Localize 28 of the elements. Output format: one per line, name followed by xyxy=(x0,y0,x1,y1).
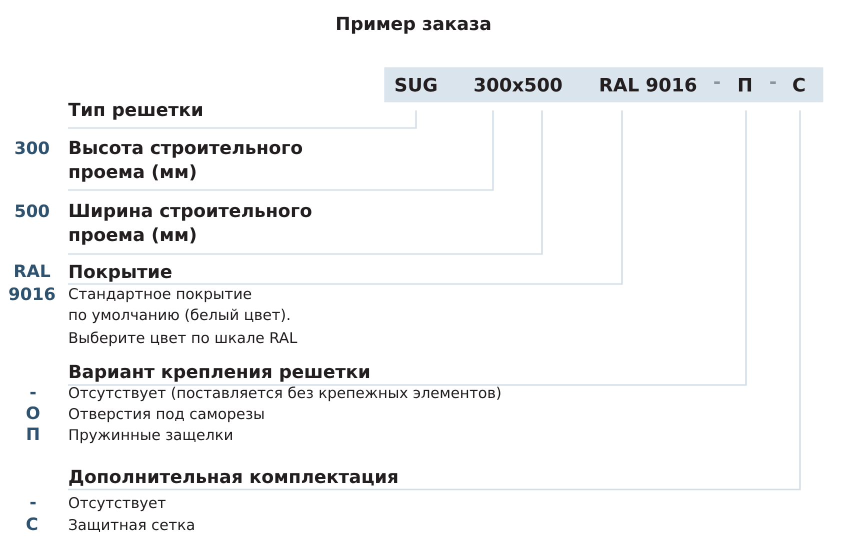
option-code: - xyxy=(30,392,36,394)
order-code: П xyxy=(738,78,752,92)
leader-line xyxy=(68,110,623,285)
leader-line xyxy=(68,110,494,191)
option-code: - xyxy=(30,502,36,504)
option-code: О xyxy=(26,406,40,420)
parameter-description: Покрытие Стандартное покрытие по умолчанию (белый цвет). Выберите цвет по шкале RAL xyxy=(69,264,298,346)
leader-line xyxy=(68,110,801,490)
order-code: 300x500 xyxy=(474,78,562,92)
code-separator: - xyxy=(714,81,720,84)
option-code: 500 xyxy=(16,204,49,218)
order-code: RAL 9016 xyxy=(600,78,696,92)
option-code: RAL 9016 xyxy=(9,264,55,300)
option-code: С xyxy=(26,517,38,530)
code-separator: - xyxy=(770,81,776,84)
parameter-description: Высота строительного проема (мм) xyxy=(70,140,302,182)
leader-line xyxy=(68,110,543,255)
option-code: 300 xyxy=(15,141,49,154)
leader-line xyxy=(68,110,747,386)
order-code: SUG xyxy=(396,78,436,92)
option-code: П xyxy=(27,428,39,440)
parameter-description: Дополнительная комплектация Отсутствует Защитная сетка xyxy=(69,470,398,532)
parameter-description: Вариант крепления решетки Отсутствует (поставляется без крепежных элементов) Отверстия под саморезы Пружинные защелки xyxy=(69,364,500,444)
parameter-description: Тип решетки xyxy=(68,102,202,120)
parameter-description: Ширина строительного проема (мм) xyxy=(70,204,312,245)
order-code: С xyxy=(793,78,805,92)
code-bar xyxy=(384,67,824,102)
title: Пример заказа xyxy=(337,16,490,34)
